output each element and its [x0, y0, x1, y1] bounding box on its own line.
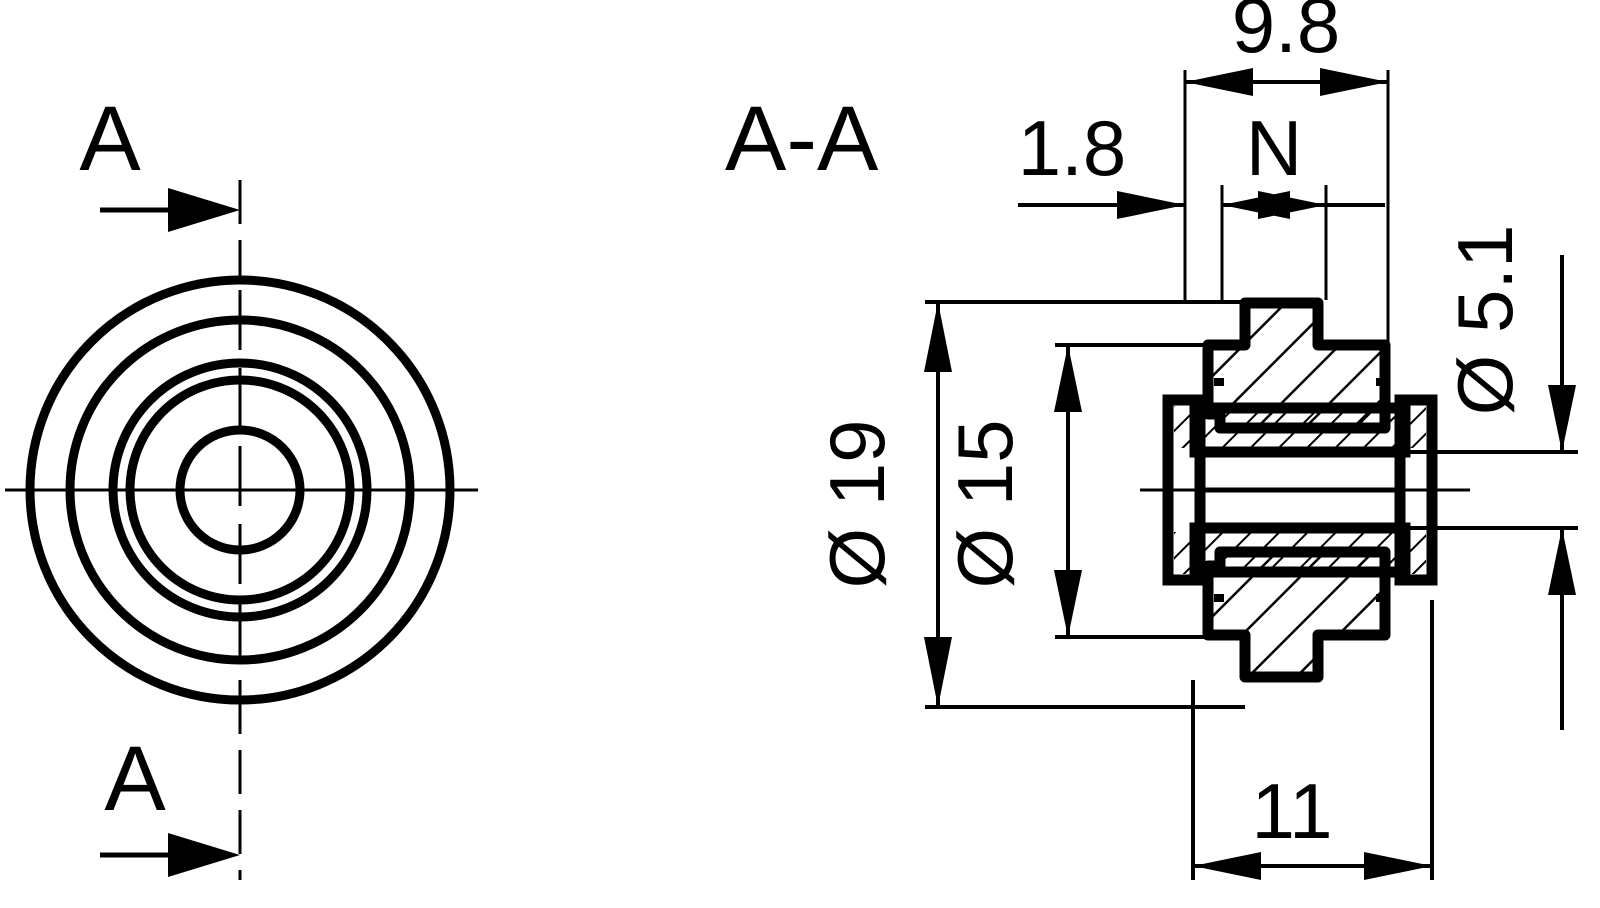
dim-arrow-d19-top — [924, 302, 952, 372]
dim-arrow-d51-bottom — [1548, 528, 1576, 595]
front-view-group: A A — [5, 88, 478, 880]
right-side-wall — [1394, 394, 1438, 586]
dim-arrow-11-right — [1364, 852, 1432, 880]
outer-flange-circle — [25, 275, 455, 705]
part-cross-section — [1162, 297, 1438, 683]
outer-body-circle — [65, 315, 415, 665]
dim-arrow-1-8 — [1117, 191, 1185, 219]
dim-text-d19: Ø 19 — [813, 419, 901, 588]
left-side-wall — [1162, 394, 1206, 586]
left-side-wall-upper-hatch — [1174, 406, 1196, 448]
lower-outer-race — [1189, 522, 1411, 578]
dim-arrow-9-8-left — [1185, 68, 1253, 96]
left-side-wall-lower-hatch — [1174, 532, 1196, 574]
dim-text-n: N — [1246, 104, 1302, 192]
dim-arrow-d51-top — [1548, 385, 1576, 452]
section-view-title: A-A — [725, 88, 879, 190]
bore-circle — [175, 425, 305, 555]
section-label-bottom: A — [104, 728, 166, 830]
dim-text-d51: Ø 5.1 — [1441, 225, 1529, 416]
inner-race-outer-circle — [108, 358, 372, 622]
corner-nib-upper-right — [1376, 378, 1386, 386]
section-view-group: A-A — [725, 0, 1578, 880]
dim-text-9-8: 9.8 — [1232, 0, 1340, 69]
dim-arrow-11-left — [1193, 852, 1261, 880]
corner-nib-lower-right — [1376, 594, 1386, 602]
upper-outer-race — [1189, 402, 1411, 458]
section-arrow-bottom-head — [168, 833, 240, 877]
inner-race-inner-circle — [125, 375, 355, 605]
corner-nib-lower-left — [1214, 594, 1224, 602]
dim-arrow-d15-bottom — [1054, 570, 1082, 637]
section-label-top: A — [79, 88, 141, 190]
dim-arrow-d19-bottom — [924, 637, 952, 707]
dim-arrow-9-8-right — [1320, 68, 1388, 96]
section-arrow-top-head — [168, 188, 240, 232]
dim-text-1-8: 1.8 — [1018, 104, 1126, 192]
corner-nib-upper-left — [1214, 378, 1224, 386]
dim-text-d15: Ø 15 — [941, 419, 1029, 588]
right-side-wall-lower-hatch — [1404, 532, 1426, 574]
right-side-wall-upper-hatch — [1404, 406, 1426, 448]
dim-text-11: 11 — [1252, 767, 1333, 855]
dim-arrow-d15-top — [1054, 345, 1082, 412]
dim-arrow-n-right — [1258, 191, 1326, 219]
